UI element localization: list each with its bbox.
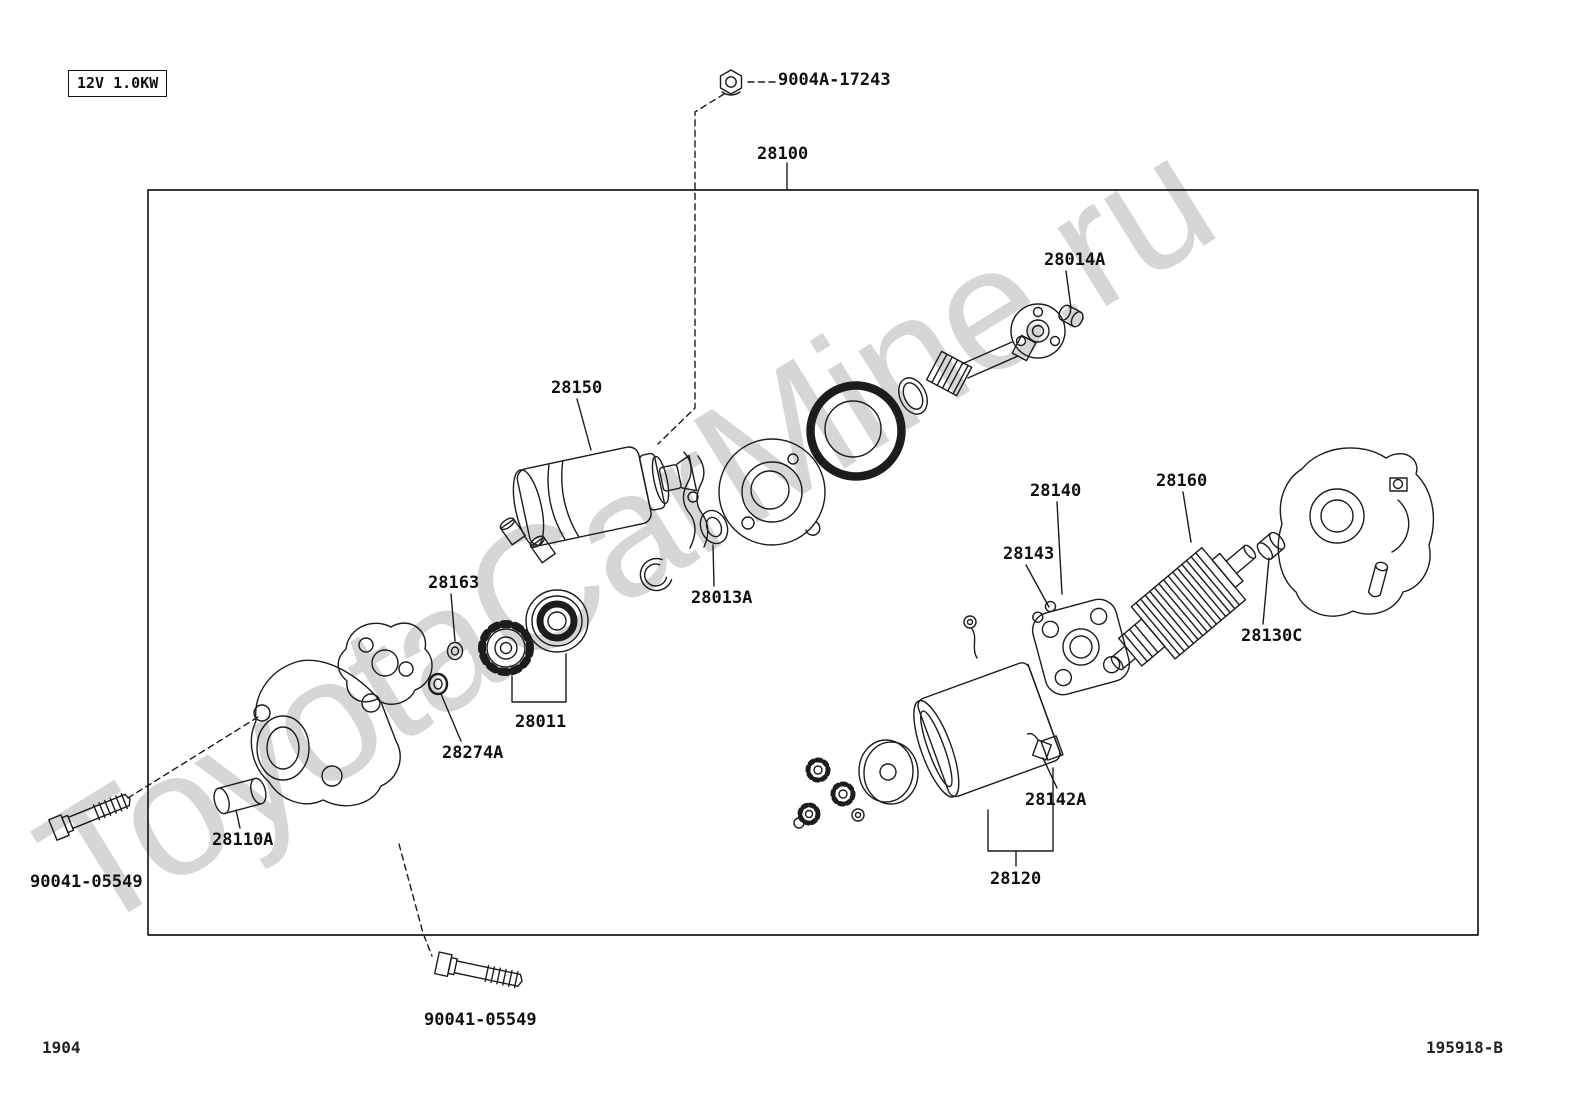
retainer-ring-drawing xyxy=(806,381,906,481)
leader-lines xyxy=(127,81,1270,957)
o-ring-drawing xyxy=(898,377,928,415)
nut-drawing xyxy=(719,69,743,96)
bushing-28110A-drawing xyxy=(213,777,267,815)
bearing-drawing xyxy=(525,589,589,653)
part-label-28120: 28120 xyxy=(990,869,1042,889)
part-label-28014A: 28014A xyxy=(1044,250,1106,270)
part-label-28274A: 28274A xyxy=(442,743,504,763)
part-label-28140: 28140 xyxy=(1030,481,1082,501)
spec-badge: 12V 1.0KW xyxy=(68,70,168,97)
solenoid-terminal-icon xyxy=(529,535,556,564)
bushing-28013A-drawing xyxy=(699,509,729,545)
page-code: 1904 xyxy=(42,1038,81,1057)
armature-drawing xyxy=(1110,544,1257,671)
document-code: 195918-B xyxy=(1426,1038,1504,1057)
solenoid-drawing xyxy=(499,446,698,564)
snap-ring-drawing xyxy=(639,557,673,592)
bolt-bottom-drawing xyxy=(433,951,523,989)
bolt-front-drawing xyxy=(48,793,131,841)
brush-28142A-drawing xyxy=(1026,732,1053,761)
brush-holder-drawing xyxy=(1031,598,1131,696)
output-shaft-drawing xyxy=(925,303,1084,397)
washer-28163-drawing xyxy=(446,641,464,661)
part-label-28143: 28143 xyxy=(1003,544,1055,564)
bushing-28130C-drawing xyxy=(1256,531,1286,561)
solenoid-terminal-icon xyxy=(499,517,526,546)
washer-28274A-drawing xyxy=(427,672,449,696)
part-label-28100: 28100 xyxy=(757,144,809,164)
stop-collar-drawing xyxy=(1058,304,1084,328)
part-label-28011: 28011 xyxy=(515,712,567,732)
center-bracket-drawing xyxy=(718,438,826,546)
gear-plate-drawing xyxy=(858,739,919,805)
yoke-drawing xyxy=(913,615,1064,798)
pinion-gear-drawing xyxy=(478,620,534,676)
part-label-28013A: 28013A xyxy=(691,588,753,608)
part-label-90041-05549-bottom: 90041-05549 xyxy=(424,1010,537,1030)
end-cover-drawing xyxy=(1277,447,1435,617)
part-label-90041-05549-front: 90041-05549 xyxy=(30,872,143,892)
part-label-28160: 28160 xyxy=(1156,471,1208,491)
cover-bolt-drawing xyxy=(1367,561,1389,598)
part-label-28150: 28150 xyxy=(551,378,603,398)
drive-housing-drawing xyxy=(213,622,433,815)
part-label-28110A: 28110A xyxy=(212,830,274,850)
part-label-28163: 28163 xyxy=(428,573,480,593)
part-label-9004A-17243: 9004A-17243 xyxy=(778,70,891,90)
part-label-28130C: 28130C xyxy=(1241,626,1303,646)
planet-gears-drawing xyxy=(793,757,865,829)
diagram-border xyxy=(147,189,1479,936)
drive-lever-drawing xyxy=(682,451,709,549)
part-label-28142A: 28142A xyxy=(1025,790,1087,810)
